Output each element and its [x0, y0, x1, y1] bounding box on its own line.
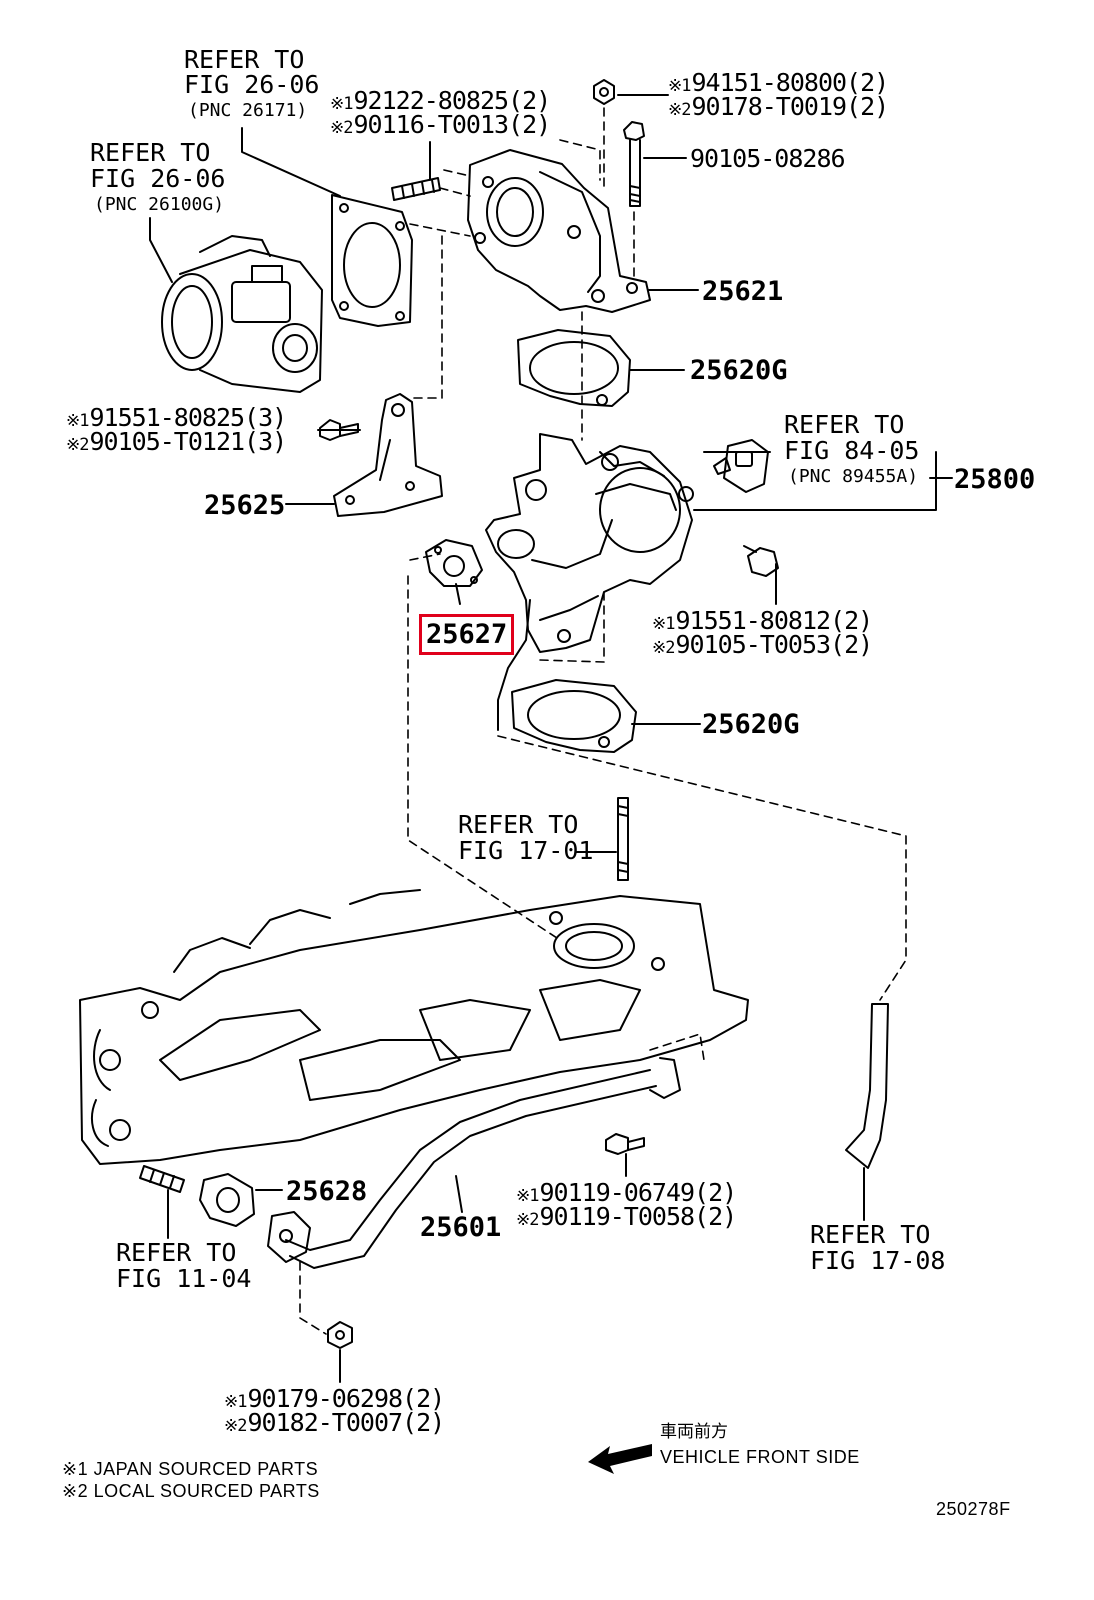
- egr-gasket-drawing-lower: [511, 679, 637, 753]
- part-number-text: 91551-80825(3): [89, 403, 287, 432]
- vehicle-front-japanese: 車両前方: [660, 1422, 728, 1442]
- local-mark: ※2: [330, 118, 354, 138]
- part-number-text: 90119-T0058(2): [539, 1202, 737, 1231]
- part-number-text: 90179-06298(2): [247, 1384, 445, 1413]
- part-number-text: 90119-06749(2): [539, 1178, 737, 1207]
- figure-code: 250278F: [936, 1499, 1011, 1519]
- egr-gasket-drawing-upper: [517, 329, 631, 407]
- hose-drawing: [845, 1003, 889, 1169]
- intake-manifold-drawing: [79, 889, 749, 1165]
- part-number-text: 90116-T0013(2): [353, 110, 551, 139]
- part-number-90182-T0007: ※290182-T0007(2): [224, 1408, 445, 1437]
- egr-pipe-drawing: [267, 1057, 681, 1269]
- refer-fig-84-05-pnc: (PNC 89455A): [788, 466, 919, 487]
- part-number-text: 90178-T0019(2): [691, 92, 889, 121]
- part-25601-label: 25601: [420, 1212, 502, 1243]
- part-25620g-label-upper: 25620G: [690, 355, 788, 386]
- local-mark: ※2: [668, 100, 692, 120]
- leader-lines: [149, 94, 953, 1383]
- bracket-bolt-drawing: [319, 419, 359, 441]
- part-number-text: 94151-80800(2): [691, 68, 889, 97]
- local-mark: ※2: [516, 1210, 540, 1230]
- small-gasket-drawing-25627: [425, 539, 483, 587]
- stud-drawing: [391, 177, 441, 201]
- small-gasket-drawing-25628: [199, 1173, 255, 1227]
- part-number-90179-06298: ※190179-06298(2): [224, 1384, 445, 1413]
- part-number-90119-06749: ※190119-06749(2): [516, 1178, 737, 1207]
- part-number-90178-T0019: ※290178-T0019(2): [668, 92, 889, 121]
- long-bolt-drawing: [623, 121, 645, 207]
- legend-japan-sourced: ※1 JAPAN SOURCED PARTS: [62, 1459, 319, 1479]
- local-mark: ※2: [652, 638, 676, 658]
- part-25800-label: 25800: [954, 464, 1036, 495]
- part-number-text: 92122-80825(2): [353, 86, 551, 115]
- pipe-bolt-drawing: [605, 1133, 645, 1155]
- part-25621-label: 25621: [702, 276, 784, 307]
- local-mark: ※2: [224, 1416, 248, 1436]
- vehicle-front-arrow: [588, 1444, 652, 1474]
- part-25628-label: 25628: [286, 1176, 368, 1207]
- refer-fig-26-06-b-line2: FIG 26-06: [90, 164, 226, 193]
- part-number-92122-80825: ※192122-80825(2): [330, 86, 551, 115]
- refer-fig-11-04-line1: REFER TO: [116, 1238, 237, 1267]
- gasket-drawing-a: [331, 194, 413, 327]
- part-25620g-label-lower: 25620G: [702, 709, 800, 740]
- part-number-91551-80812: ※191551-80812(2): [652, 606, 873, 635]
- refer-fig-84-05-line2: FIG 84-05: [784, 436, 920, 465]
- part-number-text: 90182-T0007(2): [247, 1408, 445, 1437]
- vehicle-front-side-text: VEHICLE FRONT SIDE: [660, 1447, 860, 1467]
- japan-mark: ※1: [652, 614, 676, 634]
- local-mark: ※2: [66, 435, 90, 455]
- throttle-body-drawing: [161, 235, 323, 393]
- refer-fig-17-08-line1: REFER TO: [810, 1220, 931, 1249]
- exhaust-stud-drawing: [139, 1165, 185, 1193]
- part-number-91551-80825: ※191551-80825(3): [66, 403, 287, 432]
- refer-fig-11-04-line2: FIG 11-04: [116, 1264, 252, 1293]
- bracket-drawing: [333, 393, 443, 517]
- japan-mark: ※1: [330, 94, 354, 114]
- manifold-stud-drawing: [617, 797, 629, 881]
- part-number-90116-T0013: ※290116-T0013(2): [330, 110, 551, 139]
- part-number-text: 91551-80812(2): [675, 606, 873, 635]
- japan-mark: ※1: [224, 1392, 248, 1412]
- egr-sensor-drawing: [713, 439, 769, 493]
- part-number-90105-T0053: ※290105-T0053(2): [652, 630, 873, 659]
- refer-fig-26-06-a-line1: REFER TO: [184, 45, 305, 74]
- refer-fig-26-06-a-line2: FIG 26-06: [184, 70, 320, 99]
- refer-fig-26-06-a-pnc: (PNC 26171): [188, 100, 308, 121]
- refer-fig-17-08-line2: FIG 17-08: [810, 1246, 946, 1275]
- part-number-90105-T0121: ※290105-T0121(3): [66, 427, 287, 456]
- valve-bolt-drawing: [743, 545, 779, 577]
- refer-fig-84-05-line1: REFER TO: [784, 410, 905, 439]
- nut-drawing-bottom: [327, 1321, 353, 1349]
- refer-fig-26-06-b-pnc: (PNC 26100G): [94, 194, 225, 215]
- part-25627-label-highlighted[interactable]: 25627: [418, 614, 515, 655]
- part-number-90119-T0058: ※290119-T0058(2): [516, 1202, 737, 1231]
- egr-passage-drawing: [467, 149, 651, 313]
- part-number-text: 90105-T0053(2): [675, 630, 873, 659]
- refer-fig-26-06-b-line1: REFER TO: [90, 138, 211, 167]
- egr-valve-drawing: [485, 433, 694, 731]
- legend-local-sourced: ※2 LOCAL SOURCED PARTS: [62, 1481, 320, 1501]
- japan-mark: ※1: [66, 411, 90, 431]
- japan-mark: ※1: [668, 76, 692, 96]
- refer-fig-17-01-line1: REFER TO: [458, 810, 579, 839]
- japan-mark: ※1: [516, 1186, 540, 1206]
- part-number-text: 90105-T0121(3): [89, 427, 287, 456]
- part-25625-label: 25625: [204, 490, 286, 521]
- nut-drawing-top: [593, 79, 615, 105]
- part-number-90105-08286: 90105-08286: [690, 144, 846, 173]
- part-number-94151-80800: ※194151-80800(2): [668, 68, 889, 97]
- refer-fig-17-01-line2: FIG 17-01: [458, 836, 594, 865]
- assembly-dashed-lines: [299, 107, 907, 1335]
